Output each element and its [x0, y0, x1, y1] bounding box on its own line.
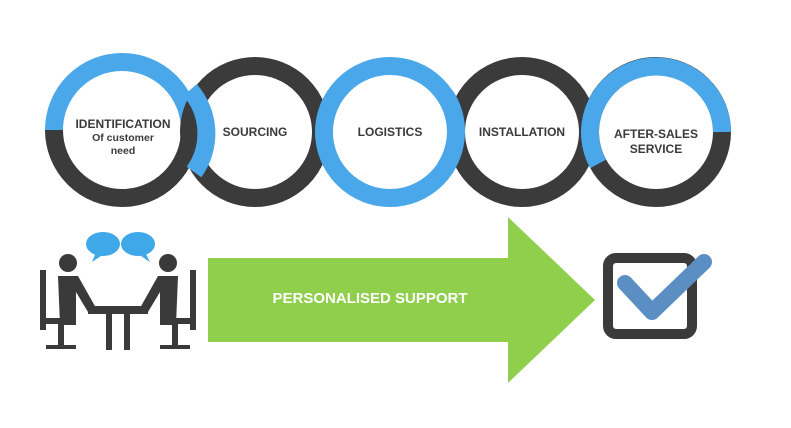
arrow-label: PERSONALISED SUPPORT [272, 290, 468, 307]
step-installation-title: INSTALLATION [478, 124, 566, 139]
step-label-sourcing: SOURCING [205, 120, 305, 144]
ring-after-sales [581, 57, 731, 207]
two-people-meeting-icon [40, 254, 196, 350]
step-logistics-title: LOGISTICS [357, 124, 423, 139]
step-label-after-sales: AFTER-SALES SERVICE [606, 122, 706, 162]
ring-overlaps [183, 84, 466, 178]
step-label-logistics: LOGISTICS [338, 120, 442, 144]
step-identification-title: IDENTIFICATION [75, 116, 171, 131]
step-after-sales-title: AFTER-SALES SERVICE [614, 127, 698, 156]
step-identification-subtitle: Of customer need [92, 131, 154, 157]
checkbox-checked-icon [603, 253, 712, 339]
step-sourcing-title: SOURCING [222, 124, 288, 139]
support-arrow [208, 217, 595, 383]
step-label-identification: IDENTIFICATION Of customer need [62, 112, 184, 162]
step-label-installation: INSTALLATION [466, 120, 578, 144]
speech-bubble-icon [86, 232, 155, 262]
ring-identification [45, 53, 199, 207]
